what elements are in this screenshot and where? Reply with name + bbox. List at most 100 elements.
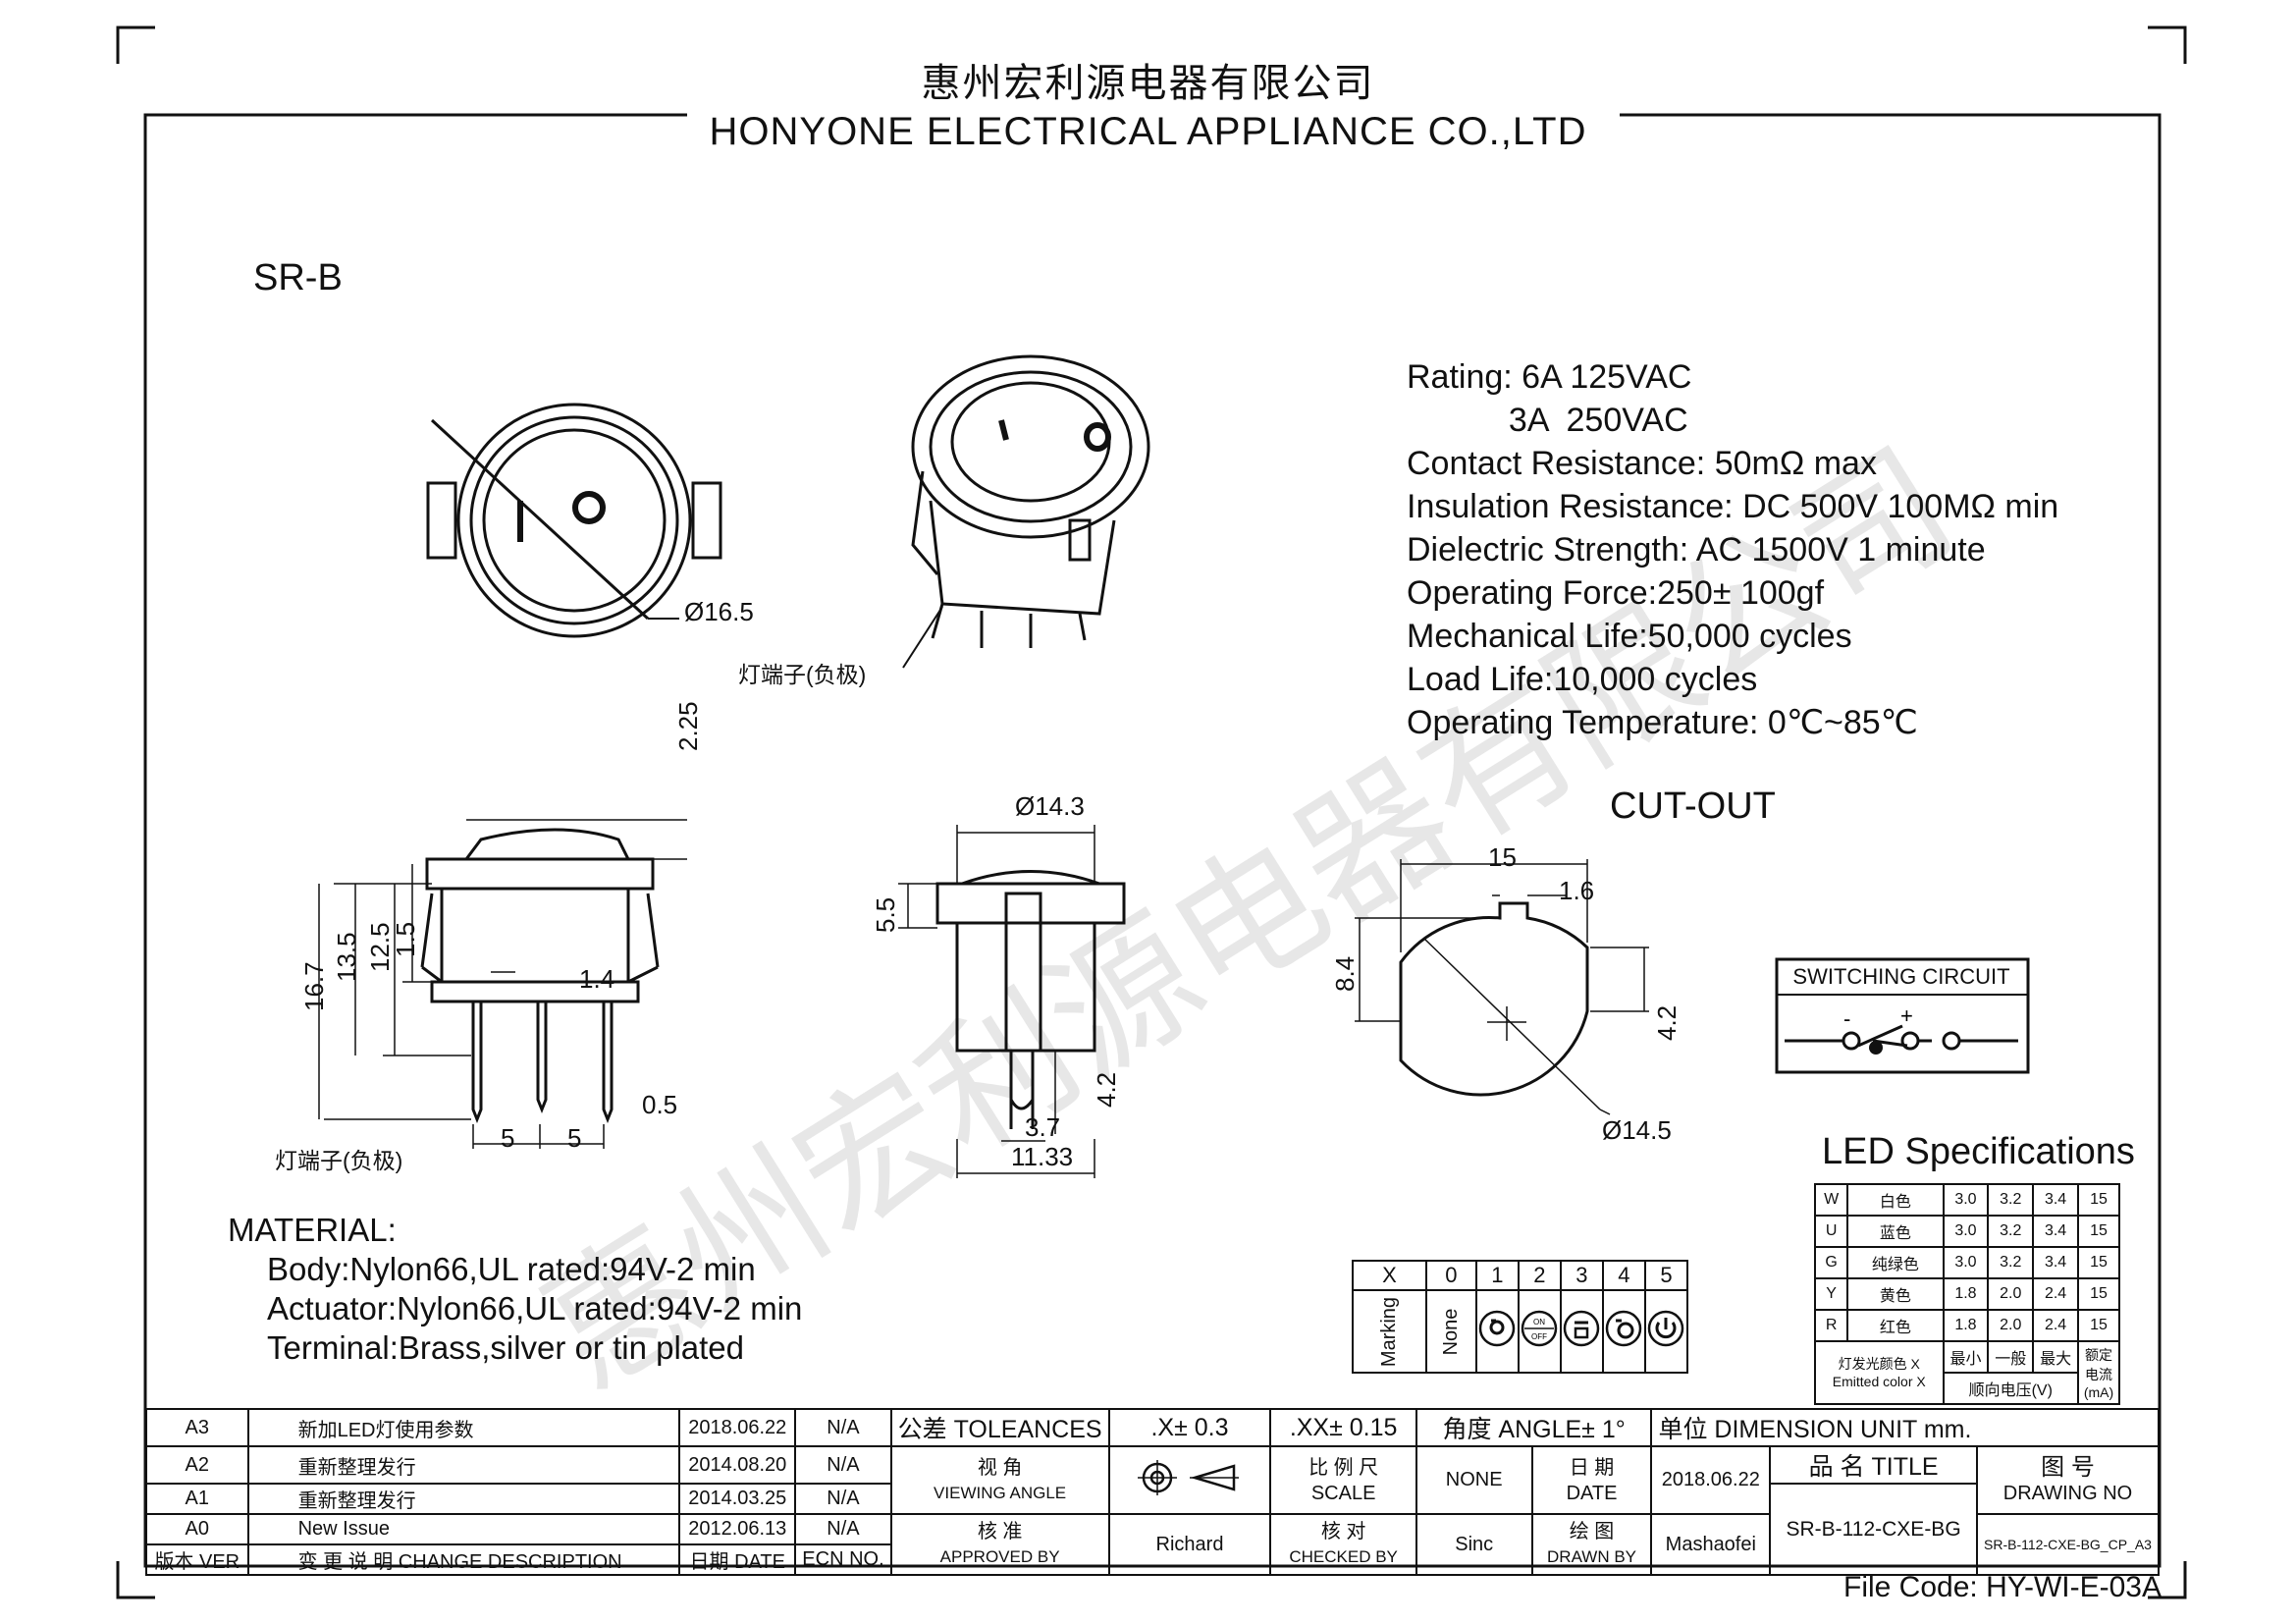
marking-col: 0 <box>1424 1260 1477 1291</box>
rev-ecn: N/A <box>794 1513 892 1545</box>
rev-ver: A1 <box>145 1483 249 1515</box>
h-date: 日期 DATE <box>678 1543 797 1576</box>
led-min: 3.0 <box>1942 1183 1990 1217</box>
led-current: 15 <box>2077 1309 2120 1342</box>
marking-col: 5 <box>1643 1260 1689 1291</box>
dim-5-a: 5 <box>501 1123 515 1153</box>
rev-desc: 重新整理发行 <box>246 1445 681 1485</box>
dim-cut-15: 15 <box>1488 842 1517 872</box>
company-name-en: HONYONE ELECTRICAL APPLIANCE CO.,LTD <box>709 110 1587 153</box>
front-view <box>426 403 722 638</box>
h-desc: 变 更 说 明 CHANGE DESCRIPTION <box>246 1543 681 1576</box>
marking-x-header: X <box>1352 1260 1427 1291</box>
led-h-vf: 顺向电压(V) <box>1942 1372 2080 1405</box>
checked-en: CHECKED BY <box>1289 1547 1398 1566</box>
title-value: SR-B-112-CXE-BG <box>1769 1483 1978 1576</box>
material-line: Body:Nylon66,UL rated:94V-2 min <box>267 1251 756 1287</box>
drawn-en: DRAWN BY <box>1547 1547 1637 1566</box>
material-block: MATERIAL: Body:Nylon66,UL rated:94V-2 mi… <box>228 1211 802 1368</box>
led-typ: 2.0 <box>1987 1309 2035 1342</box>
marking-col: 3 <box>1559 1260 1604 1291</box>
scale-en: SCALE <box>1310 1482 1376 1504</box>
circuit-plus: + <box>1900 1003 1913 1028</box>
date-value: 2018.06.22 <box>1650 1445 1772 1515</box>
cutout-view <box>1355 859 1649 1115</box>
led-code: G <box>1813 1246 1849 1279</box>
spec-line: Contact Resistance: 50mΩ max <box>1407 445 1877 482</box>
dim-front-dia: Ø16.5 <box>684 597 754 626</box>
dim-3-7: 3.7 <box>1025 1112 1061 1142</box>
approved-en: APPROVED BY <box>939 1547 1060 1566</box>
side-view <box>318 819 687 1149</box>
marking-col: 4 <box>1601 1260 1646 1291</box>
dim-0-5: 0.5 <box>642 1090 678 1119</box>
led-min: 3.0 <box>1942 1215 1990 1248</box>
lamp-terminal-leader-iso <box>902 606 943 669</box>
dim-dia-14-3: Ø14.3 <box>1015 791 1085 821</box>
led-code: R <box>1813 1309 1849 1342</box>
tol-xx: .XX± 0.15 <box>1269 1408 1417 1447</box>
checked-value: Sinc <box>1415 1513 1533 1576</box>
led-typ: 2.0 <box>1987 1277 2035 1311</box>
company-name-cn: 惠州宏利源电器有限公司 <box>921 62 1375 105</box>
led-current: 15 <box>2077 1246 2120 1279</box>
rev-date: 2012.06.13 <box>678 1513 797 1545</box>
dimension-unit: 单位 DIMENSION UNIT mm. <box>1650 1408 2160 1447</box>
date-en: DATE <box>1566 1482 1618 1504</box>
rev-ver: A0 <box>145 1513 249 1545</box>
led-typ: 3.2 <box>1987 1215 2035 1248</box>
led-max: 2.4 <box>2032 1277 2079 1311</box>
rev-ecn: N/A <box>794 1408 892 1447</box>
tolerances: 公差 TOLEANCES <box>889 1408 1110 1447</box>
led-color: 蓝色 <box>1846 1215 1945 1248</box>
drawing-no-value: SR-B-112-CXE-BG_CP_A3 <box>1976 1513 2160 1576</box>
dim-cut-1-6: 1.6 <box>1559 876 1595 905</box>
spec-line: Operating Temperature: 0℃~85℃ <box>1407 704 1918 741</box>
rev-ecn: N/A <box>794 1483 892 1515</box>
file-code: File Code: HY-WI-E-03A <box>1843 1571 2162 1603</box>
dim-cut-4-2: 4.2 <box>1652 1004 1682 1041</box>
date-cn: 日 期 <box>1569 1456 1615 1479</box>
led-foot-color-en: Emitted color X <box>1832 1374 1926 1389</box>
led-max: 3.4 <box>2032 1183 2079 1217</box>
spec-line: Dielectric Strength: AC 1500V 1 minute <box>1407 531 1986 568</box>
rev-date: 2014.08.20 <box>678 1445 797 1485</box>
dim-4-2-end: 4.2 <box>1092 1071 1121 1108</box>
led-current: 15 <box>2077 1183 2120 1217</box>
material-title: MATERIAL: <box>228 1212 397 1248</box>
marking-row-label: Marking <box>1377 1296 1400 1367</box>
end-view <box>898 825 1126 1178</box>
switching-circuit-title: SWITCHING CIRCUIT <box>1792 964 2010 989</box>
led-color: 白色 <box>1846 1183 1945 1217</box>
led-min: 1.8 <box>1942 1309 1990 1342</box>
material-line: Actuator:Nylon66,UL rated:94V-2 min <box>267 1290 803 1326</box>
rev-ecn: N/A <box>794 1445 892 1485</box>
marking-none: None <box>1439 1308 1462 1355</box>
led-h-current: 额定电流(mA) <box>2077 1340 2120 1405</box>
rev-desc: New Issue <box>246 1513 681 1545</box>
led-max: 3.4 <box>2032 1215 2079 1248</box>
h-ecn: ECN NO. <box>794 1543 892 1576</box>
spec-line: Rating: 6A 125VAC <box>1407 358 1692 396</box>
spec-line: Load Life:10,000 cycles <box>1407 661 1758 698</box>
tol-x: .X± 0.3 <box>1107 1408 1272 1447</box>
spec-list: Rating: 6A 125VAC 3A 250VAC Contact Resi… <box>1407 355 2058 744</box>
led-code: Y <box>1813 1277 1849 1311</box>
view-en: VIEWING ANGLE <box>934 1483 1067 1502</box>
spec-line: Insulation Resistance: DC 500V 100MΩ min <box>1407 488 2059 525</box>
marking-symbol-3-icon <box>1564 1310 1600 1347</box>
dim-1-4: 1.4 <box>579 964 615 994</box>
led-typ: 3.2 <box>1987 1246 2035 1279</box>
dim-13-5: 13.5 <box>332 932 361 982</box>
marking-power-icon <box>1648 1310 1684 1347</box>
dim-5-b: 5 <box>567 1123 582 1153</box>
switching-circuit: - + <box>1775 957 2030 1074</box>
led-color: 纯绿色 <box>1846 1246 1945 1279</box>
title-block: A3 新加LED灯使用参数 2018.06.22 N/A 公差 TOLEANCE… <box>145 1408 2160 1576</box>
